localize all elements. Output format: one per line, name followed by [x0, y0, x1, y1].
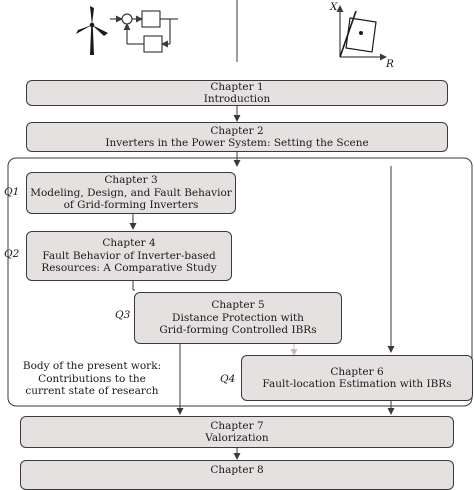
chapter-2-number: Chapter 2	[210, 124, 264, 137]
chapter-3-number: Chapter 3	[104, 174, 158, 187]
chapter-8-box: Chapter 8	[20, 460, 454, 490]
chapter-1-title: Introduction	[203, 93, 271, 105]
chapter-8-number: Chapter 8	[210, 464, 264, 476]
chapter-4-number: Chapter 4	[102, 237, 156, 250]
chapter-5-title-line-1: Distance Protection with	[172, 311, 304, 324]
chapter-7-number: Chapter 7	[210, 419, 264, 432]
chapter-2-box: Chapter 2 Inverters in the Power System:…	[26, 122, 448, 152]
impedance-x-axis-label: R	[386, 58, 394, 70]
chapter-7-box: Chapter 7 Valorization	[20, 416, 454, 448]
impedance-plane-icon	[336, 5, 387, 61]
question-1-label: Q1	[4, 186, 20, 198]
chapter-6-number: Chapter 6	[330, 365, 384, 378]
diagram-canvas	[7, 0, 473, 460]
chapter-6-title: Fault-location Estimation with IBRs	[262, 378, 452, 390]
impedance-y-axis-label: X	[330, 1, 338, 13]
chapter-6-box: Chapter 6 Fault-location Estimation with…	[241, 355, 473, 401]
chapter-5-box: Chapter 5 Distance Protection with Grid-…	[134, 292, 342, 344]
body-of-work-label: Body of the present work: Contributions …	[12, 360, 172, 398]
chapter-3-title-line-1: Modeling, Design, and Fault Behavior	[30, 186, 232, 199]
chapter-4-title-line-1: Fault Behavior of Inverter-based	[42, 249, 216, 262]
question-4-label: Q4	[220, 373, 236, 385]
body-of-work-frame	[7, 157, 473, 407]
chapter-3-box: Chapter 3 Modeling, Design, and Fault Be…	[26, 172, 236, 214]
chapter-7-title: Valorization	[205, 432, 269, 444]
chapter-1-number: Chapter 1	[210, 80, 264, 93]
question-3-label: Q3	[115, 309, 131, 321]
chapter-4-title-line-2: Resources: A Comparative Study	[41, 262, 217, 275]
chapter-2-title: Inverters in the Power System: Setting t…	[105, 137, 369, 149]
chapter-4-box: Chapter 4 Fault Behavior of Inverter-bas…	[26, 231, 232, 281]
wind-turbine-icon	[76, 6, 108, 55]
body-label-line-2: Contributions to the	[38, 372, 146, 385]
chapter-1-box: Chapter 1 Introduction	[26, 80, 448, 106]
control-loop-icon	[110, 10, 178, 53]
question-2-label: Q2	[4, 248, 20, 260]
chapter-5-number: Chapter 5	[211, 299, 265, 312]
chapter-5-title-line-2: Grid-forming Controlled IBRs	[159, 324, 317, 337]
body-label-line-1: Body of the present work:	[22, 360, 162, 372]
body-label-line-3: current state of research	[25, 385, 159, 397]
chapter-3-title-line-2: of Grid-forming Inverters	[63, 199, 199, 212]
